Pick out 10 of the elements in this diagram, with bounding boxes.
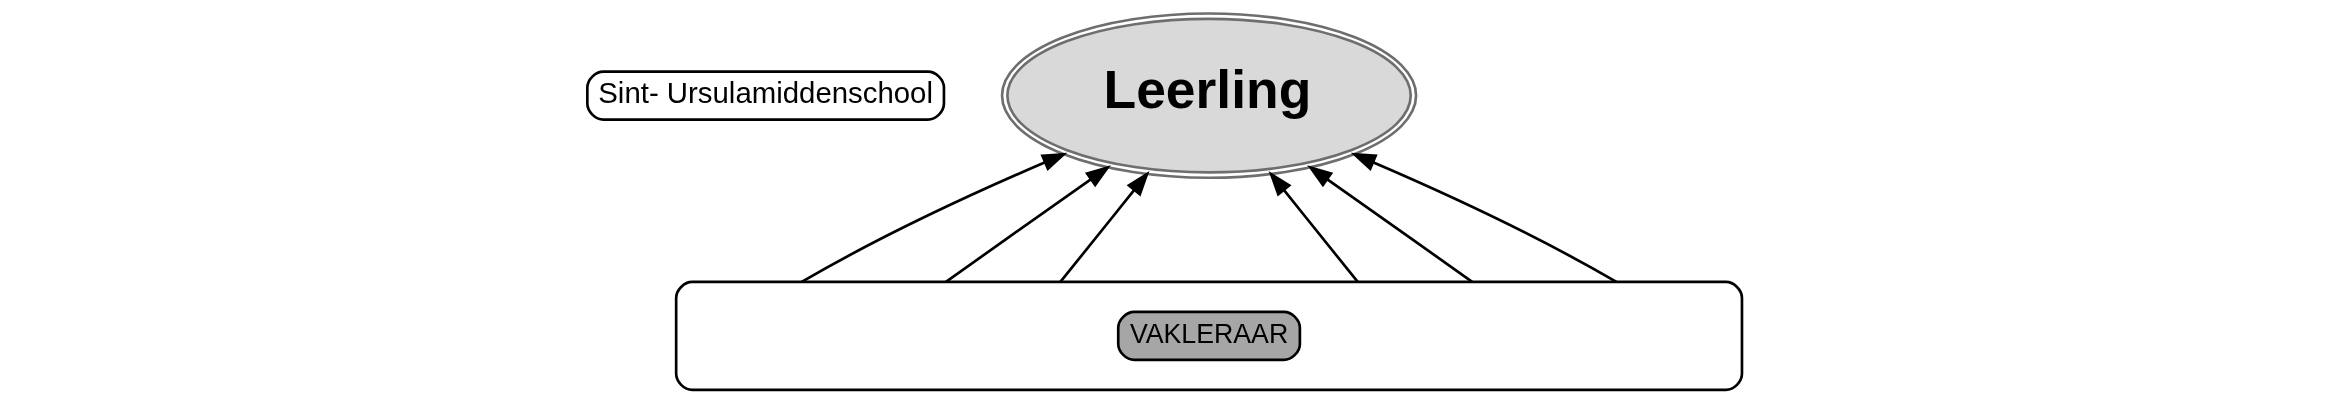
node-ellipse: Leerling bbox=[1000, 12, 1417, 180]
node-box: VAKLERAAR bbox=[1116, 310, 1301, 362]
arrow bbox=[1306, 165, 1473, 283]
cluster bbox=[674, 280, 1743, 392]
arrow bbox=[800, 152, 1067, 284]
arrow bbox=[1058, 171, 1149, 283]
arrow bbox=[1268, 171, 1359, 283]
arrow bbox=[1350, 152, 1617, 284]
arrow bbox=[944, 165, 1111, 283]
node-box: Sint- Ursulamiddenschool bbox=[585, 70, 945, 121]
